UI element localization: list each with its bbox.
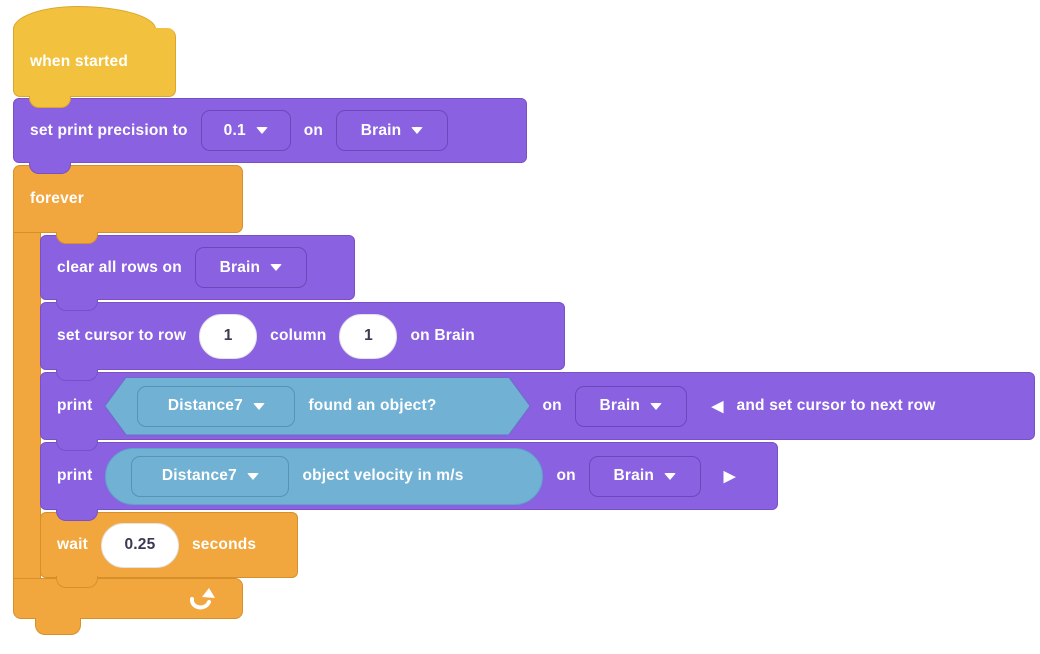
device-dropdown[interactable]: Brain <box>574 385 687 427</box>
device-value: Brain <box>360 121 402 139</box>
print-label: print <box>57 467 93 484</box>
sensor-value: Distance7 <box>167 397 243 414</box>
sensor-value: Distance7 <box>161 467 237 484</box>
precision-dropdown[interactable]: 0.1 <box>200 110 291 151</box>
dropdown-caret-icon <box>253 403 265 410</box>
seconds-label: seconds <box>191 536 257 553</box>
wait-label: wait <box>57 536 88 553</box>
wait-notch-bump <box>56 576 98 588</box>
device-dropdown[interactable]: Brain <box>588 455 701 497</box>
forever-c-arm <box>13 232 41 579</box>
print-velocity-notch-bump <box>56 509 98 521</box>
set-print-precision-notch-bump <box>29 162 71 174</box>
block-wait[interactable]: wait 0.25 seconds <box>40 512 298 578</box>
sensor-dropdown[interactable]: Distance7 <box>131 455 290 497</box>
distance-velocity-reporter[interactable]: Distance7 object velocity in m/s <box>105 447 544 505</box>
wait-seconds-input[interactable]: 0.25 <box>100 522 179 568</box>
device-value: Brain <box>613 467 655 484</box>
dropdown-caret-icon <box>246 472 259 480</box>
forever-inner-notch-bump <box>56 232 98 244</box>
set-cursor-notch-bump <box>56 369 98 381</box>
row-number-value: 1 <box>223 327 233 344</box>
dropdown-caret-icon <box>664 472 677 480</box>
column-number-value: 1 <box>364 327 373 344</box>
block-set-cursor[interactable]: set cursor to row 1 column 1 on Brain <box>40 302 565 370</box>
when-started-label: when started <box>30 53 129 70</box>
device-dropdown[interactable]: Brain <box>336 110 449 151</box>
expand-options-icon[interactable]: ▶ <box>723 467 736 485</box>
print-found-notch-bump <box>56 439 98 451</box>
column-number-input[interactable]: 1 <box>339 313 398 359</box>
dropdown-caret-icon <box>270 264 283 271</box>
wait-seconds-value: 0.25 <box>124 536 156 553</box>
loop-arrow-icon <box>190 587 215 609</box>
dropdown-caret-icon <box>255 127 268 134</box>
forever-label: forever <box>30 190 84 207</box>
on-label: on <box>542 397 562 414</box>
set-cursor-on-brain-label: on Brain <box>410 327 475 344</box>
boolean-reporter-wrap: Distance7 found an object? <box>105 378 529 435</box>
on-label: on <box>556 467 576 484</box>
device-value: Brain <box>219 258 261 276</box>
block-set-print-precision[interactable]: set print precision to 0.1 on Brain <box>13 98 527 163</box>
set-print-precision-label: set print precision to <box>30 121 188 139</box>
block-print-velocity[interactable]: print Distance7 object velocity in m/s o… <box>40 442 778 510</box>
collapse-options-icon[interactable]: ◀ <box>711 397 724 415</box>
found-object-label: found an object? <box>308 397 437 414</box>
distance-found-object-reporter[interactable]: Distance7 found an object? <box>105 378 529 435</box>
block-when-started[interactable]: when started <box>13 28 176 97</box>
sensor-dropdown[interactable]: Distance7 <box>137 386 295 427</box>
forever-bottom-notch-bump <box>35 618 81 635</box>
block-print-found-object[interactable]: print Distance7 found an object? on Brai… <box>40 372 1035 440</box>
print-label: print <box>57 397 93 414</box>
set-cursor-column-label: column <box>270 327 327 344</box>
device-value: Brain <box>599 397 641 414</box>
when-started-notch-bump <box>29 96 71 108</box>
clear-all-rows-label: clear all rows on <box>57 258 182 276</box>
forever-bottom-bar <box>13 578 243 619</box>
block-forever[interactable]: forever <box>13 165 243 233</box>
object-velocity-label: object velocity in m/s <box>302 467 464 484</box>
clear-all-rows-notch-bump <box>56 299 98 311</box>
precision-value: 0.1 <box>223 121 246 139</box>
dropdown-caret-icon <box>411 127 424 134</box>
set-cursor-row-label: set cursor to row <box>57 327 187 344</box>
block-clear-all-rows[interactable]: clear all rows on Brain <box>40 235 355 300</box>
on-label: on <box>303 121 324 139</box>
dropdown-caret-icon <box>650 402 663 410</box>
device-dropdown[interactable]: Brain <box>194 247 307 288</box>
row-number-input[interactable]: 1 <box>199 313 258 359</box>
set-cursor-next-row-label: and set cursor to next row <box>736 397 936 414</box>
